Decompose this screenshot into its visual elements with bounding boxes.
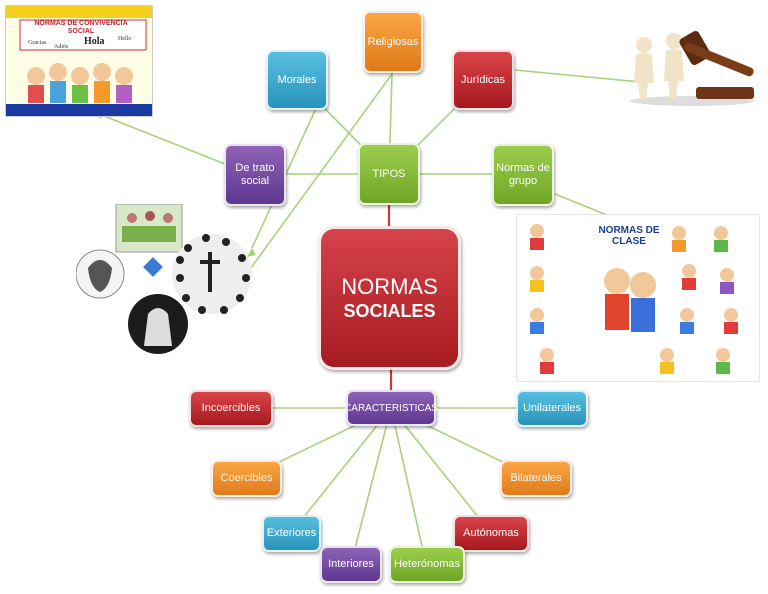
word-gracias: Gracias xyxy=(28,40,47,46)
connector xyxy=(93,111,231,167)
de-trato-social-node: De trato social xyxy=(224,144,286,206)
word-adios: Adiós xyxy=(54,44,69,50)
interiores-node: Interiores xyxy=(320,546,382,583)
convivencia-title: NORMAS DE CONVIVENCIA SOCIAL xyxy=(34,20,128,35)
unilaterales-node: Unilaterales xyxy=(516,390,588,427)
caracteristicas-node: CARACTERISTICAS xyxy=(344,390,438,426)
connector xyxy=(350,407,392,565)
autonomas-node: Autónomas xyxy=(453,515,529,552)
connector xyxy=(290,407,392,534)
connector xyxy=(247,73,393,273)
normas-de-grupo-node: Normas de grupo xyxy=(492,144,554,206)
coercibles-node: Coercibles xyxy=(211,460,282,497)
connector xyxy=(514,69,641,83)
connector xyxy=(390,407,492,534)
social-collage-image xyxy=(75,203,258,354)
convivencia-image: NORMAS DE CONVIVENCIA SOCIAL Gracias Adi… xyxy=(5,5,153,117)
morales-node: Morales xyxy=(266,50,328,110)
word-hola: Hola xyxy=(84,36,105,47)
incoercibles-node: Incoercibles xyxy=(189,390,273,427)
exteriores-node: Exteriores xyxy=(262,515,321,552)
heteronomas-node: Heterónomas xyxy=(389,546,465,583)
arrowhead xyxy=(247,248,256,257)
center-title-line1: NORMAS xyxy=(341,274,438,299)
juridicas-node: Jurídicas xyxy=(452,50,514,110)
word-hello: Hello xyxy=(118,36,132,42)
normas-de-clase-title: NORMAS DE CLASE xyxy=(598,225,660,247)
normas-de-clase-image: NORMAS DE CLASE xyxy=(516,214,760,382)
normas-sociales-node: NORMAS SOCIALES xyxy=(318,226,461,370)
gavel-handshake-image xyxy=(622,25,760,107)
center-title-line2: SOCIALES xyxy=(343,301,436,321)
religiosas-node: Religiosas xyxy=(363,11,423,73)
bilaterales-node: Bilaterales xyxy=(500,460,572,497)
tipos-node: TIPOS xyxy=(358,143,420,205)
connector xyxy=(390,407,427,565)
